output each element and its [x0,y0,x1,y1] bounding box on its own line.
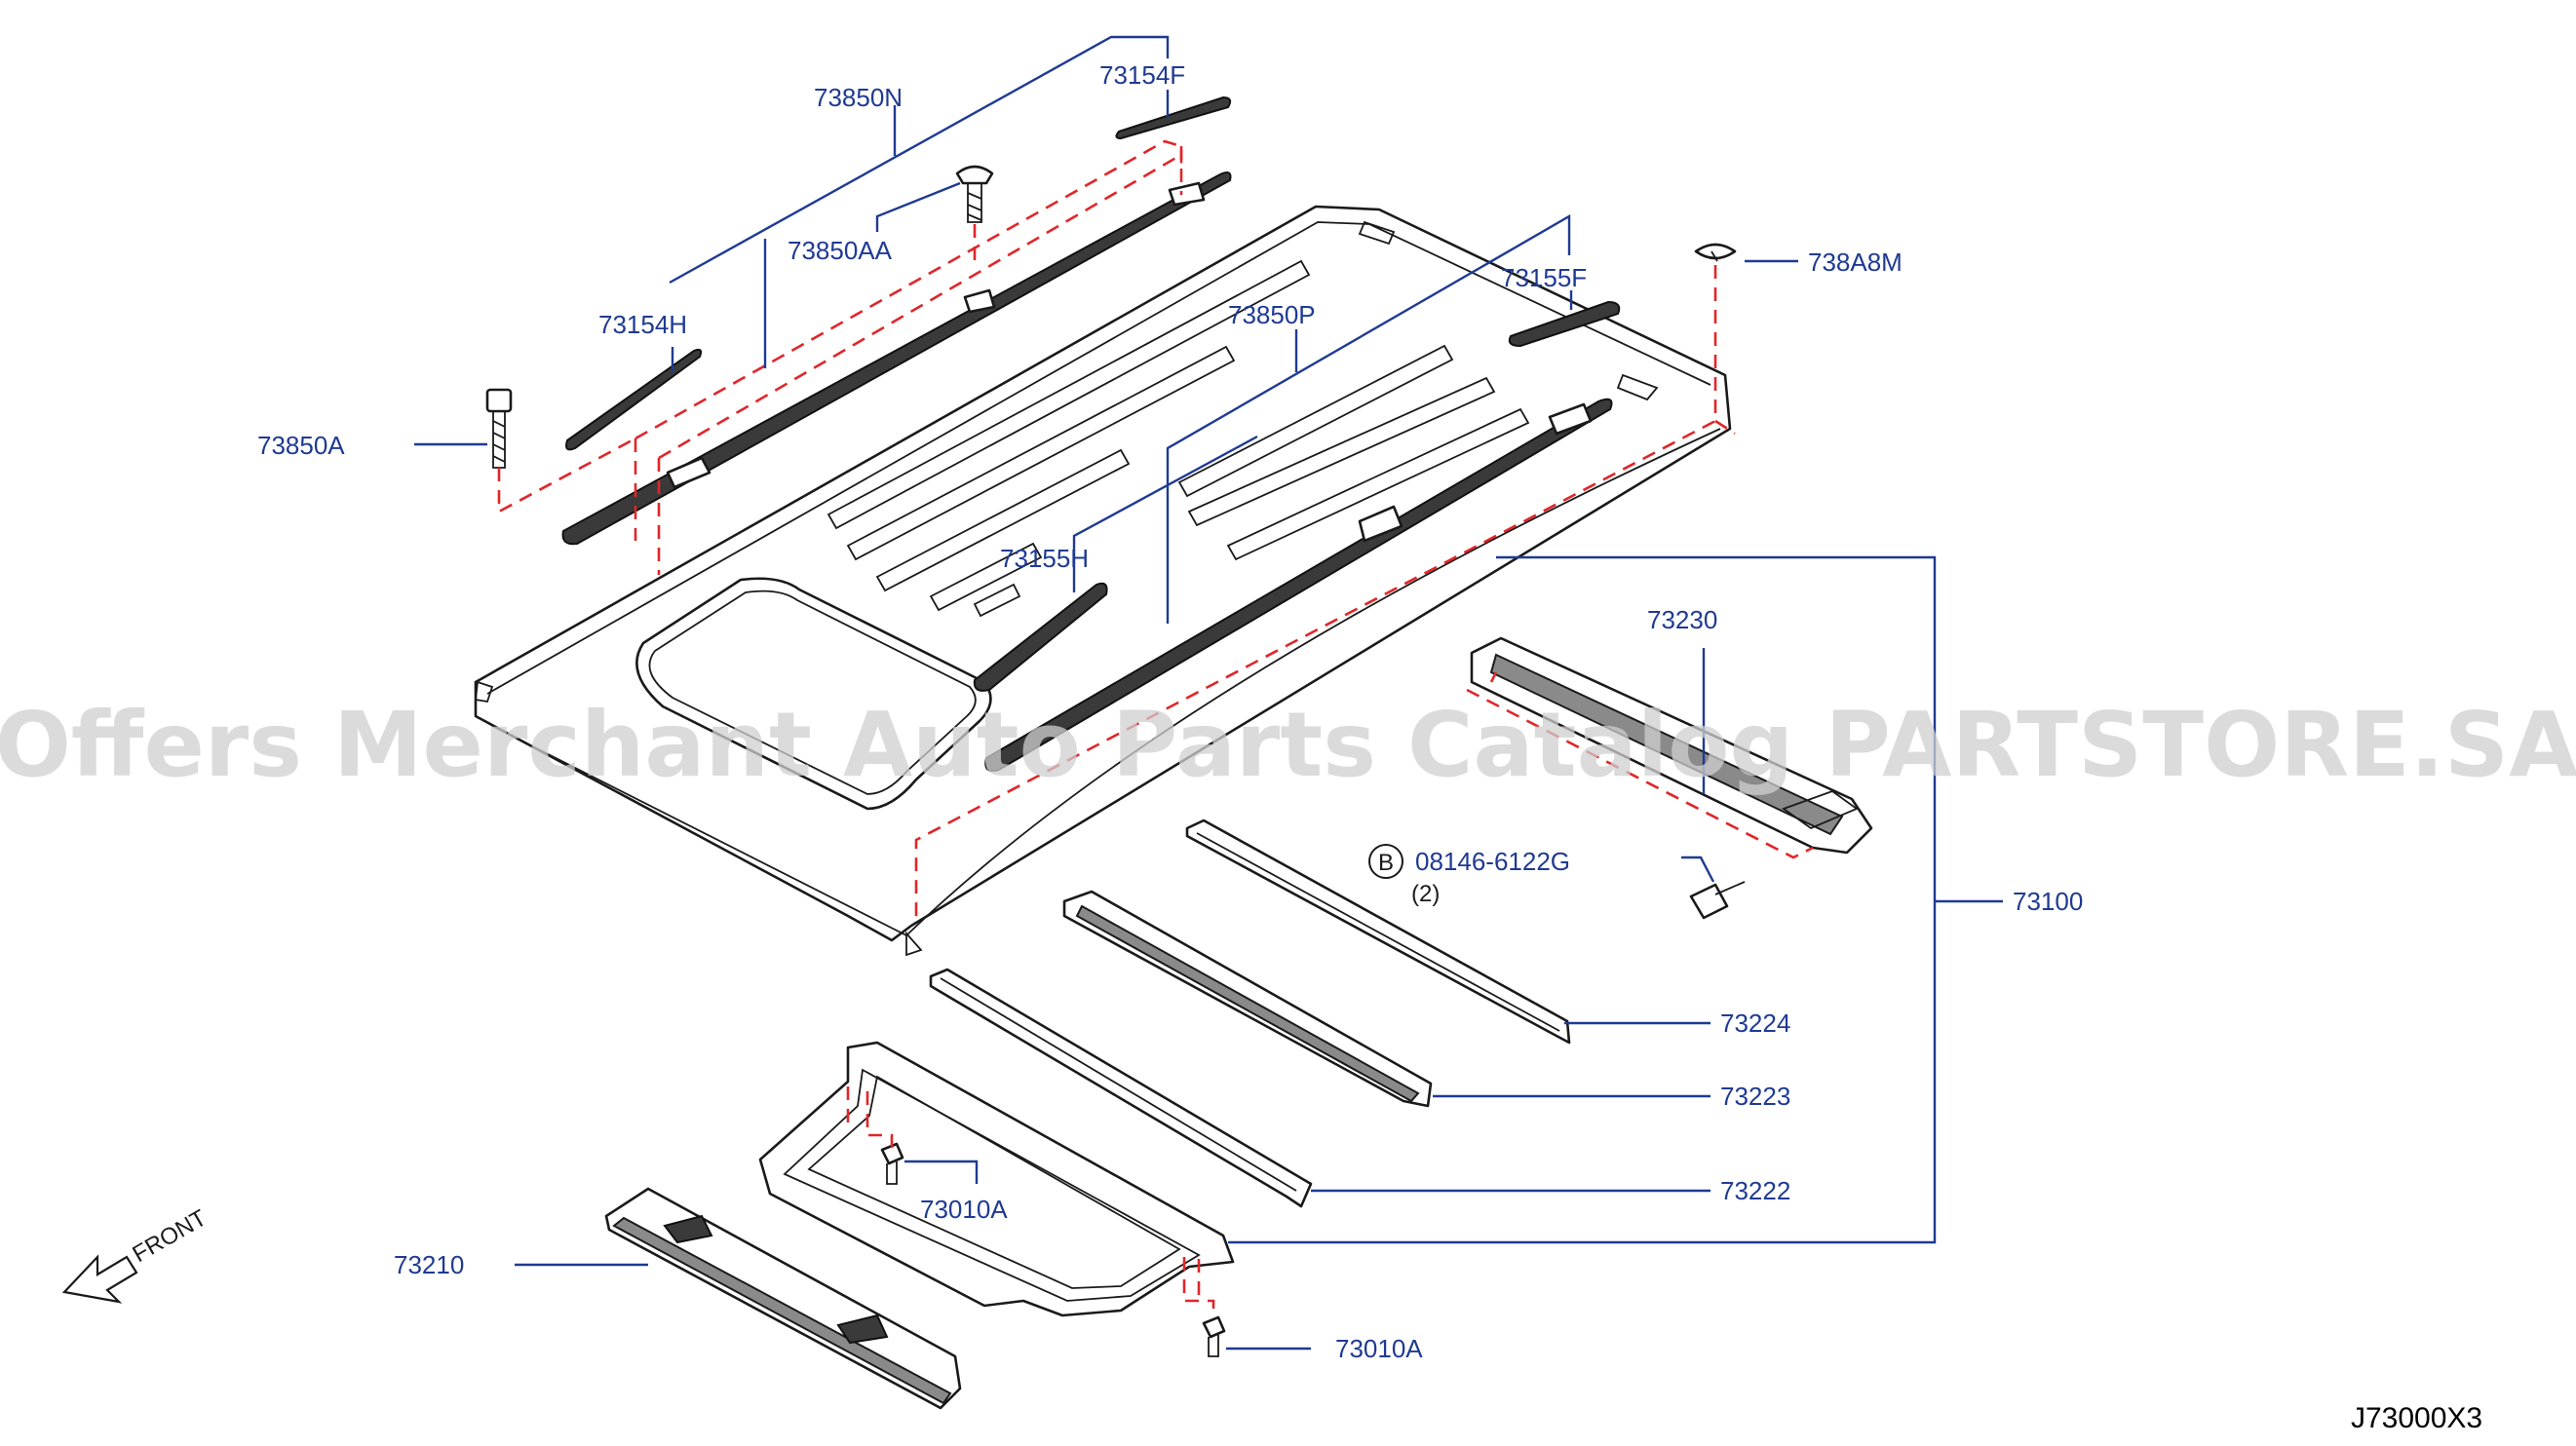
label-73850N[interactable]: 73850N [814,83,903,112]
label-73010A-upper[interactable]: 73010A [920,1195,1008,1224]
sunroof-frame[interactable] [758,1041,1235,1317]
label-73154F[interactable]: 73154F [1099,60,1185,90]
badge-b-circle [1368,844,1403,879]
front-label: FRONT [129,1204,211,1268]
dashed-guides [497,139,1814,1315]
label-73154H[interactable]: 73154H [598,310,687,339]
badge-b: B [1378,850,1394,876]
rail-cover-73154F[interactable] [1115,95,1232,140]
rail-cover-73155F[interactable] [1508,300,1621,348]
rail-cover-73155H[interactable] [973,582,1108,692]
label-73010A-lower[interactable]: 73010A [1335,1334,1423,1363]
clip-738A8M[interactable] [1694,243,1737,262]
bolt-73010A-lower[interactable] [1202,1315,1226,1357]
roof-rail-right[interactable] [984,398,1613,773]
front-arrow-icon [61,1254,138,1304]
roof-bow-73224[interactable] [1185,818,1571,1045]
label-73230[interactable]: 73230 [1647,605,1717,634]
label-738A8M[interactable]: 738A8M [1808,247,1903,277]
leader-lines [414,35,2003,1351]
diagram-code: J73000X3 [2351,1402,2482,1434]
bolt-08146-6122G[interactable] [1689,881,1746,920]
label-73222[interactable]: 73222 [1720,1176,1790,1205]
label-73210[interactable]: 73210 [394,1250,464,1279]
front-direction-indicator: FRONT [61,1204,211,1304]
label-73850P[interactable]: 73850P [1228,300,1316,329]
label-73223[interactable]: 73223 [1720,1082,1790,1111]
roof-bow-73222[interactable] [929,968,1313,1208]
label-73100[interactable]: 73100 [2013,887,2083,916]
rear-roof-rail-73230[interactable] [1470,636,1873,855]
roof-panel[interactable] [474,205,1732,957]
roof-bow-73223[interactable] [1062,890,1433,1108]
label-73155F[interactable]: 73155F [1501,263,1587,292]
label-08146-qty: (2) [1411,881,1440,907]
label-73155H[interactable]: 73155H [1000,544,1089,573]
bolt-73850AA[interactable] [955,165,994,223]
label-08146-6122G-group[interactable]: B 08146-6122G (2) [1368,844,1570,907]
roof-rail-left[interactable] [561,171,1232,546]
rail-cover-73154H[interactable] [565,348,703,451]
bolt-73850A[interactable] [485,388,513,469]
label-73224[interactable]: 73224 [1720,1008,1790,1038]
front-roof-rail-73210[interactable] [604,1187,962,1410]
label-08146-6122G[interactable]: 08146-6122G [1415,847,1570,876]
label-73850A[interactable]: 73850A [257,431,345,460]
watermark-text: Offers Merchant Auto Parts Catalog PARTS… [0,693,2576,797]
label-73850AA[interactable]: 73850AA [788,236,893,265]
